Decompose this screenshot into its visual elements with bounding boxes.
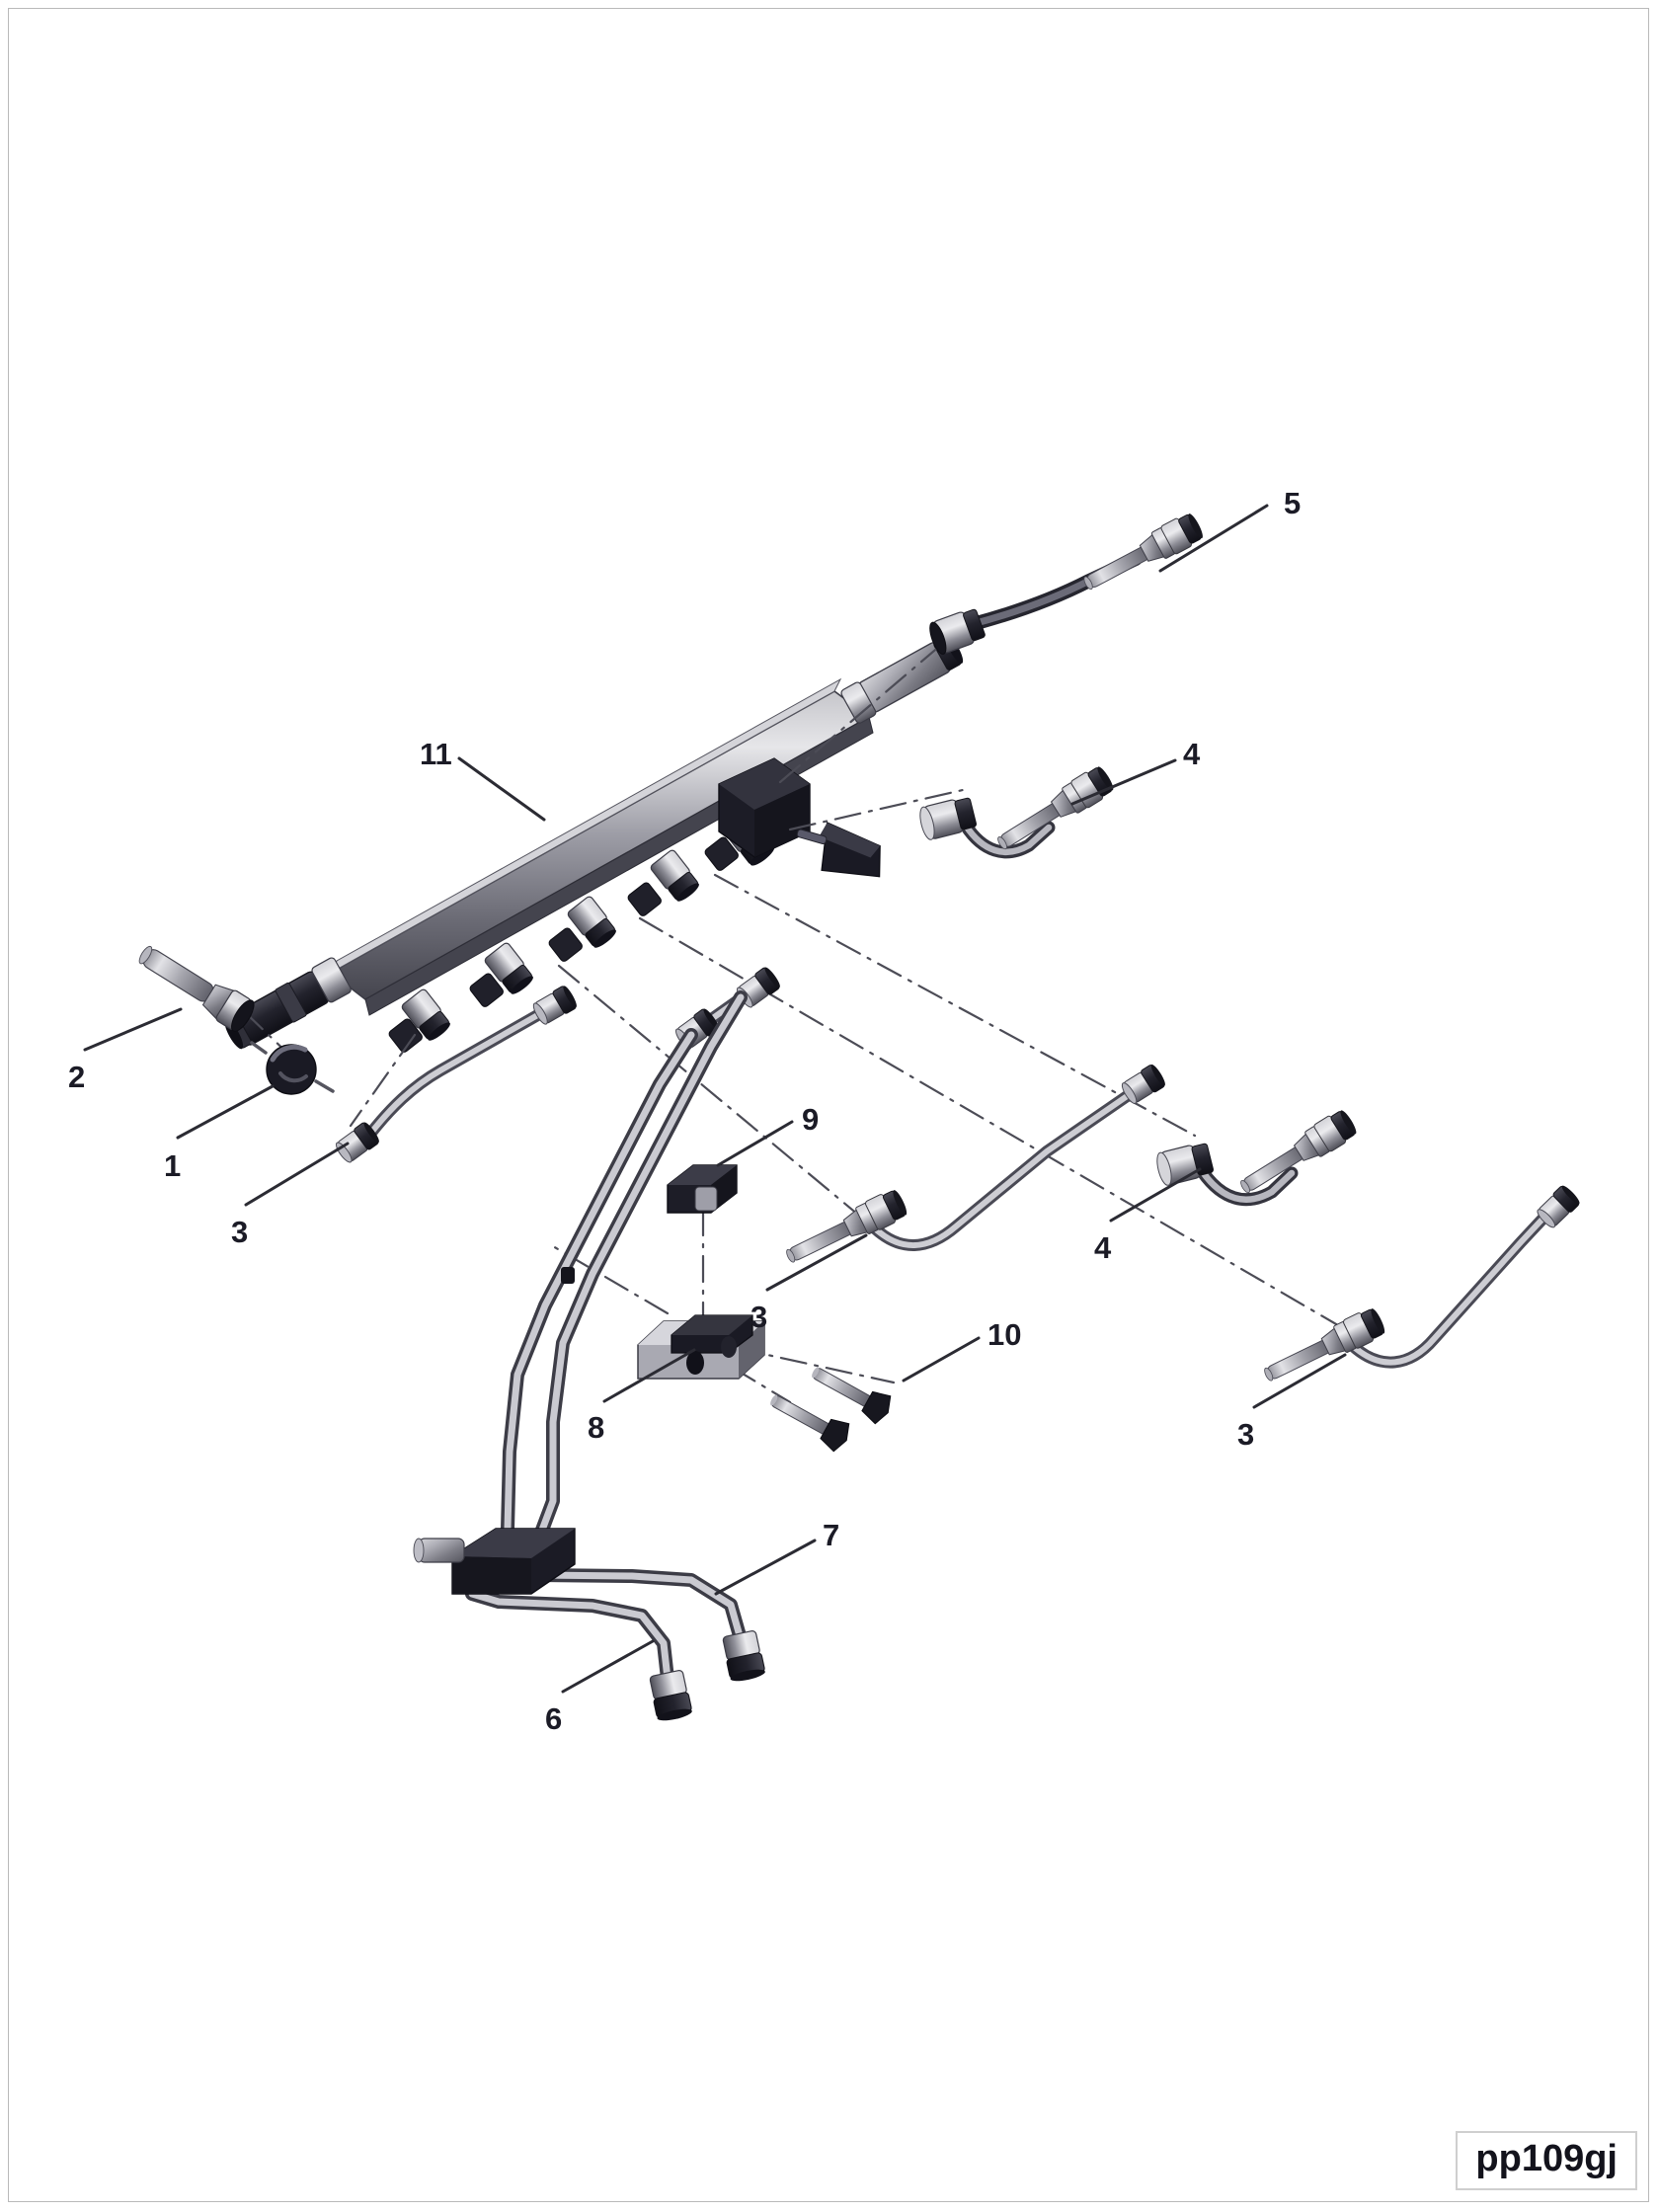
part-9-clamp-insert [667, 1164, 738, 1214]
callout-label-4: 4 [1183, 737, 1201, 771]
leader-line-2 [83, 1007, 183, 1052]
part-2-injector-sleeve [138, 945, 255, 1032]
leader-line-11 [457, 756, 546, 822]
leader-line-3 [765, 1233, 868, 1292]
leader-line-9 [716, 1120, 794, 1167]
leader-line-1 [176, 1084, 275, 1140]
part-1-seal-washer [250, 1041, 335, 1095]
leader-line-4 [1109, 1167, 1202, 1223]
leader-line-7 [714, 1539, 817, 1596]
callout-label-4: 4 [1094, 1230, 1112, 1265]
figure-id-text: pp109gj [1475, 2138, 1618, 2180]
part-4a-short-fuel-line [919, 762, 1118, 859]
callout-label-8: 8 [588, 1410, 605, 1445]
part-5-fuel-line-elbow [929, 510, 1207, 655]
callout-label-10: 10 [988, 1317, 1022, 1352]
leader-line-5 [1158, 504, 1269, 573]
callout-label-2: 2 [68, 1060, 86, 1094]
part-3a-fuel-line [332, 983, 580, 1166]
callout-label-3: 3 [231, 1215, 249, 1249]
callout-label-7: 7 [823, 1518, 840, 1552]
part-8-line-clamp [637, 1314, 765, 1380]
figure-id-box: pp109gj [1456, 2131, 1637, 2190]
leader-line-3 [244, 1142, 350, 1207]
part-3b-fuel-line [780, 1062, 1168, 1272]
part-10-mounting-bolt-a [812, 1367, 892, 1425]
callout-label-6: 6 [545, 1701, 563, 1736]
parts-6-7-supply-lines [413, 990, 765, 1721]
part-4b-short-fuel-line [1156, 1106, 1361, 1207]
callout-label-5: 5 [1284, 486, 1302, 520]
part-3c-fuel-line [1258, 1182, 1583, 1390]
leader-line-10 [902, 1336, 981, 1382]
callout-label-9: 9 [802, 1102, 820, 1137]
leader-line-6 [561, 1639, 655, 1694]
callout-label-11: 11 [420, 737, 452, 771]
leader-line-8 [602, 1348, 696, 1403]
callout-label-1: 1 [164, 1148, 182, 1183]
part-11-fuel-rail [224, 635, 964, 1053]
callout-label-3: 3 [1237, 1417, 1255, 1452]
callout-label-3: 3 [750, 1300, 768, 1334]
leader-line-4 [1070, 758, 1177, 806]
part-10-mounting-bolt-b [770, 1394, 850, 1453]
callout-leader-lines [83, 504, 1347, 1694]
leader-line-3 [1252, 1353, 1347, 1409]
